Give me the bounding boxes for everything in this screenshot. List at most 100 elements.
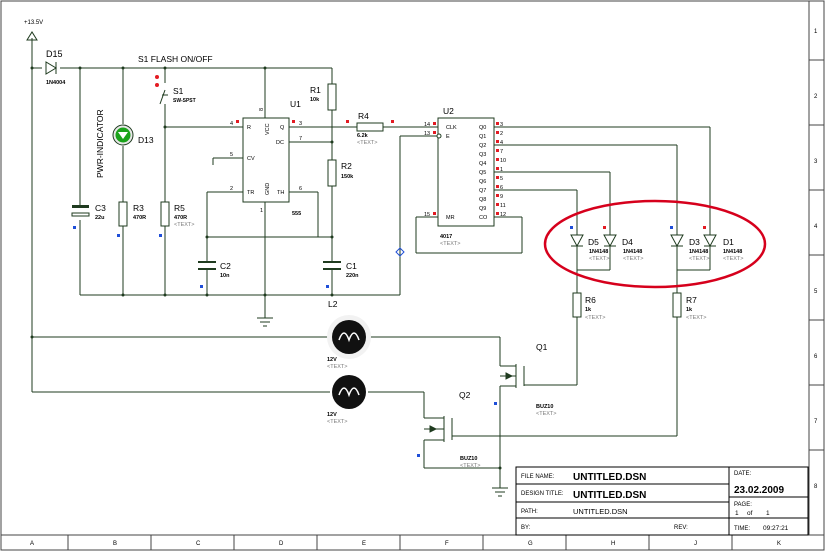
s1-ref: S1 xyxy=(173,86,184,96)
u2-part: 4017 xyxy=(440,234,452,240)
svg-text:1: 1 xyxy=(260,208,263,214)
l2-ref: L2 xyxy=(328,299,338,309)
r4-ref: R4 xyxy=(358,111,369,121)
u2-pin-name-q8: Q8 xyxy=(479,197,486,203)
lamp-l2: L2 12V <TEXT> xyxy=(327,299,371,370)
u2-pin-name-co: CO xyxy=(479,215,488,221)
u2-pin-num-3: 3 xyxy=(500,122,503,128)
r5-value: 470R xyxy=(174,215,187,221)
r3-value: 470R xyxy=(133,215,146,221)
d15-value: 1N4004 xyxy=(46,80,66,86)
r4-value: 6.2k xyxy=(357,133,369,139)
svg-text:<TEXT>: <TEXT> xyxy=(327,419,347,425)
svg-text:<TEXT>: <TEXT> xyxy=(686,315,706,321)
svg-text:<TEXT>: <TEXT> xyxy=(536,411,556,417)
border-col-F: F xyxy=(445,541,449,547)
border-col-H: H xyxy=(611,541,615,547)
svg-text:1: 1 xyxy=(766,510,770,517)
ground-symbol xyxy=(257,317,273,327)
mosfet-q2: Q2 BUZ10 <TEXT> xyxy=(423,390,480,469)
c3-value: 22u xyxy=(95,215,104,221)
svg-text:1: 1 xyxy=(735,510,739,517)
u2-pin-num-15: 15 xyxy=(424,212,430,218)
u2-pin-marker xyxy=(496,185,499,188)
resistor-r1: R1 10k xyxy=(310,83,337,111)
u2-pin-name-q1: Q1 xyxy=(479,134,486,140)
switch-s1[interactable]: S1 FLASH ON/OFF S1 SW-SPST xyxy=(138,54,213,105)
path-value: UNTITLED.DSN xyxy=(573,507,628,516)
border-row-6: 6 xyxy=(814,354,818,360)
u2-pin-num-7: 7 xyxy=(500,149,503,155)
c2-ref: C2 xyxy=(220,261,231,271)
u2-pin-num-14: 14 xyxy=(424,122,430,128)
r1-ref: R1 xyxy=(310,85,321,95)
pin-markers xyxy=(73,226,497,457)
svg-text:8: 8 xyxy=(259,108,265,111)
d3-ref: D3 xyxy=(689,237,700,247)
supply-terminal: +13.5V xyxy=(24,20,43,41)
svg-text:<TEXT>: <TEXT> xyxy=(689,256,709,262)
u2-pin-name-q9: Q9 xyxy=(479,206,486,212)
svg-text:DC: DC xyxy=(276,140,284,146)
s1-part: SW-SPST xyxy=(173,98,196,104)
u2-pin-num-4: 4 xyxy=(500,140,503,146)
svg-text:FILE NAME:: FILE NAME: xyxy=(521,474,555,480)
r3-ref: R3 xyxy=(133,203,144,213)
u2-pin-num-13: 13 xyxy=(424,131,430,137)
u2-pin-marker xyxy=(496,140,499,143)
capacitor-c3: C3 22u xyxy=(71,203,106,221)
svg-text:REV:: REV: xyxy=(674,525,688,531)
diode-pin-markers xyxy=(570,226,706,229)
svg-text:PATH:: PATH: xyxy=(521,509,538,515)
border-col-A: A xyxy=(30,541,34,547)
capacitor-c2: C2 10n xyxy=(198,261,231,279)
u2-pin-marker xyxy=(496,176,499,179)
u2-pin-name-clk: CLK xyxy=(446,125,457,131)
diode-d3: D3 1N4148 <TEXT> xyxy=(670,234,709,262)
svg-text:2: 2 xyxy=(230,186,233,192)
highlight-ellipse xyxy=(543,199,767,289)
resistor-r4: R4 6.2k <TEXT> xyxy=(346,111,394,146)
diode-d1: D1 1N4148 <TEXT> xyxy=(703,234,743,262)
u2-pin-marker xyxy=(433,131,436,134)
c1-ref: C1 xyxy=(346,261,357,271)
resistor-r5: R5 470R <TEXT> xyxy=(160,201,194,228)
svg-text:of: of xyxy=(747,510,753,517)
svg-text:1N4148: 1N4148 xyxy=(689,249,708,255)
svg-text:VCC: VCC xyxy=(265,123,271,135)
svg-text:12V: 12V xyxy=(327,357,337,363)
r2-value: 150k xyxy=(341,174,354,180)
border-col-J: J xyxy=(694,541,697,547)
d4-ref: D4 xyxy=(622,237,633,247)
r1-value: 10k xyxy=(310,97,320,103)
u2-pin-num-1: 1 xyxy=(500,167,503,173)
junction-dots xyxy=(30,66,502,470)
time-value: 09:27:21 xyxy=(763,525,789,532)
net-marker xyxy=(395,247,405,257)
u2-pin-name-e: E xyxy=(446,134,450,140)
svg-text:6: 6 xyxy=(299,186,302,192)
u2-pin-marker xyxy=(496,167,499,170)
pwr-indicator-label: PWR-INDICATOR xyxy=(95,109,105,178)
border-col-C: C xyxy=(196,541,201,547)
u2-pin-num-6: 6 xyxy=(500,185,503,191)
svg-text:<TEXT>: <TEXT> xyxy=(585,315,605,321)
svg-text:1N4148: 1N4148 xyxy=(589,249,608,255)
date-value: 23.02.2009 xyxy=(734,485,784,496)
u1-part: 555 xyxy=(292,211,301,217)
u2-pin-name-q3: Q3 xyxy=(479,152,486,158)
lamp-l1: 12V <TEXT> xyxy=(327,375,366,425)
border-row-1: 1 xyxy=(814,29,818,35)
d13-ref: D13 xyxy=(138,135,154,145)
svg-text:DATE:: DATE: xyxy=(734,471,752,477)
d15-ref: D15 xyxy=(46,49,63,59)
svg-text:1k: 1k xyxy=(686,307,693,313)
r4-text: <TEXT> xyxy=(357,140,377,146)
svg-text:1N4148: 1N4148 xyxy=(623,249,642,255)
r5-text: <TEXT> xyxy=(174,222,194,228)
u2-pin-num-2: 2 xyxy=(500,131,503,137)
border-col-D: D xyxy=(279,541,284,547)
c1-value: 220n xyxy=(346,273,359,279)
